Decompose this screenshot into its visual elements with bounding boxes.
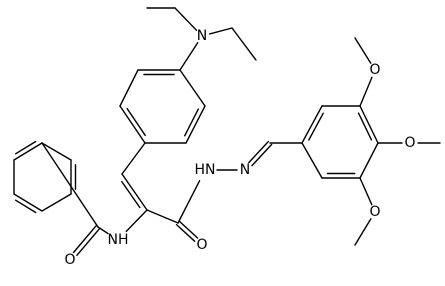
double-bond-line (121, 173, 148, 211)
single-bond (146, 209, 179, 224)
atom-label-o1: O (64, 252, 75, 268)
double-bond-line (119, 105, 146, 144)
double-bond-line (251, 143, 273, 167)
double-bond-line (178, 220, 199, 239)
single-bond (354, 218, 372, 246)
atom-label-o4: O (404, 135, 415, 151)
atom-label-n3: HN (195, 162, 216, 178)
single-bond (179, 69, 206, 107)
double-bond-line (126, 107, 146, 137)
atom-label-n2: N (197, 28, 207, 44)
single-bond (359, 76, 373, 107)
double-bond-line (183, 108, 200, 137)
single-bond (97, 226, 109, 235)
single-bond (119, 69, 139, 107)
single-bond (174, 7, 198, 31)
atom-label-o2: O (196, 237, 207, 253)
double-bond-line (14, 140, 37, 155)
atom-label-o5: O (369, 204, 380, 220)
double-bond-line (359, 105, 379, 144)
single-bond (41, 142, 99, 228)
atom-label-o3: O (369, 62, 380, 78)
double-bond-line (308, 112, 324, 141)
single-bond (125, 209, 148, 233)
double-bond-line (72, 224, 98, 254)
single-bond (179, 42, 199, 71)
double-bond-line (357, 112, 373, 141)
atom-label-n1: NH (108, 232, 129, 248)
atom-label-layer: O NH N O HN N O O O (64, 28, 415, 268)
single-bond (177, 179, 201, 224)
single-bond (41, 193, 72, 212)
double-bond-line (185, 105, 206, 144)
double-bond-line (13, 142, 43, 161)
double-bond-line (76, 227, 101, 257)
double-bond-line (13, 193, 43, 212)
double-bond-line (121, 180, 141, 209)
single-bond (359, 177, 373, 206)
single-bond (208, 27, 233, 35)
single-bond (121, 142, 146, 175)
double-bond-line (301, 105, 323, 144)
single-bond (231, 27, 257, 61)
double-bond-line (248, 140, 270, 164)
single-bond (359, 142, 379, 179)
bond-layer (13, 7, 441, 257)
atom-label-n4: N (240, 162, 250, 178)
single-bond (301, 142, 323, 179)
double-bond-line (14, 199, 37, 214)
double-bond-line (175, 223, 196, 242)
single-bond (354, 37, 372, 64)
single-bond (41, 142, 72, 161)
